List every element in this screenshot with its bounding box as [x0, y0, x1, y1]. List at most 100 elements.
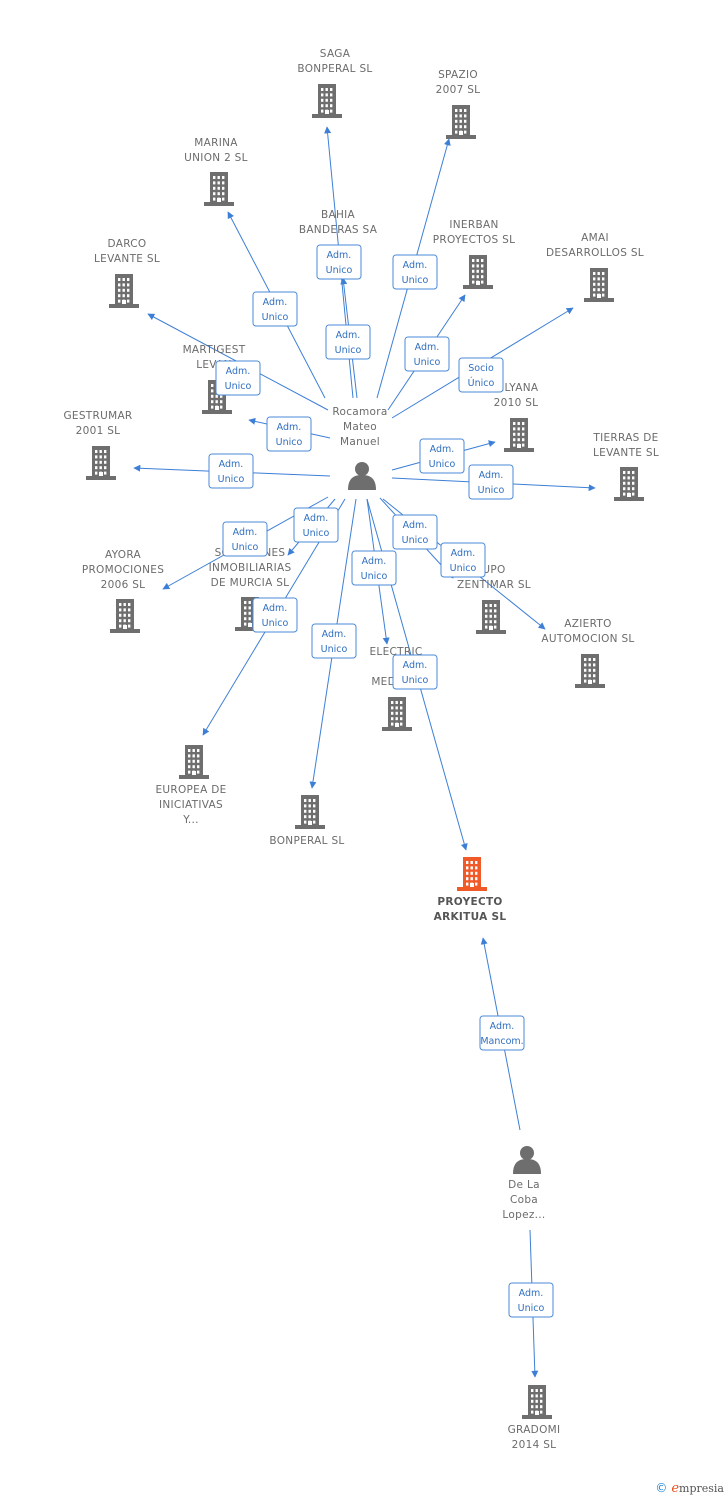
edge-label-box [479, 1015, 525, 1051]
edge-label-text: Adm. [451, 548, 476, 559]
node-label-line: GESTRUMAR [63, 410, 132, 422]
node-label-line: INICIATIVAS [159, 799, 223, 811]
edge-label-text: Unico [402, 275, 429, 286]
edge-label-rocamora-soluciones[interactable]: Adm.Unico [293, 507, 339, 543]
edge-label-rocamora-bahia[interactable]: Adm.Unico [325, 324, 371, 360]
edge-label-rocamora-vilyana[interactable]: Adm.Unico [419, 438, 465, 474]
edge-label-text: Adm. [263, 297, 288, 308]
building-icon-europea[interactable] [179, 745, 209, 779]
edge-label-rocamora-electric[interactable]: Adm.Unico [351, 550, 397, 586]
building-icon-spazio[interactable] [446, 105, 476, 139]
edge-label-text: Unico [518, 1303, 545, 1314]
edge-label-text: Unico [276, 437, 303, 448]
building-icon-ayora[interactable] [110, 599, 140, 633]
edge-label-rocamora-ayora[interactable]: Adm.Unico [222, 521, 268, 557]
edge-label-rocamora-marina[interactable]: Adm. Unico [252, 291, 298, 327]
edge-label-text: Adm. [403, 660, 428, 671]
edge-label-delacoba-gradomi[interactable]: Adm.Unico [508, 1282, 554, 1318]
edge-label-text: Unico [450, 563, 477, 574]
node-label-line: 2010 SL [494, 397, 539, 409]
edge-label-rocamora-inerban[interactable]: Adm.Unico [404, 336, 450, 372]
edge-label-text: Unico [361, 571, 388, 582]
node-label-line: DARCO [108, 238, 147, 250]
edge-label-rocamora-saga[interactable]: Adm.Unico [316, 244, 362, 280]
node-label-line: MARTIGEST [183, 344, 246, 356]
edge-label-rocamora-grupo[interactable]: Adm.Unico [392, 514, 438, 550]
edge-label-text: Adm. [219, 459, 244, 470]
node-label-line: LEVANTE SL [94, 253, 160, 265]
edge-label-rocamora-darco[interactable]: Adm. Unico [215, 360, 261, 396]
node-label-bonperal[interactable]: BONPERAL SL [269, 835, 344, 847]
edge-label-box [419, 438, 465, 474]
edge-label-box [311, 623, 357, 659]
node-label-line: PROMOCIONES [82, 564, 164, 576]
edge-label-rocamora-martigest[interactable]: Adm. Unico [266, 416, 312, 452]
edge-label-rocamora-tierras[interactable]: Adm.Unico [468, 464, 514, 500]
edge-label-box [222, 521, 268, 557]
building-icon-azierto[interactable] [575, 654, 605, 688]
building-icon-amai[interactable] [584, 268, 614, 302]
edge-label-text: Unico [402, 535, 429, 546]
edge-label-text: Unico [225, 381, 252, 392]
node-label-line: TIERRAS DE [592, 432, 658, 444]
building-icon-vilyana[interactable] [504, 418, 534, 452]
brand-name: mpresia [679, 1482, 724, 1495]
edge-label-delacoba-proyecto[interactable]: Adm.Mancom. [479, 1015, 525, 1051]
building-icon-marina[interactable] [204, 172, 234, 206]
node-label-line: Mateo [343, 421, 377, 433]
edge-label-box [404, 336, 450, 372]
building-icon-grupo[interactable] [476, 600, 506, 634]
building-icon-electric[interactable] [382, 697, 412, 731]
edge-label-text: Adm. [277, 422, 302, 433]
node-label-line: UNION 2 SL [184, 152, 248, 164]
node-label-line: UPO [482, 564, 505, 576]
building-icon-saga[interactable] [312, 84, 342, 118]
edge-label-text: Unico [262, 312, 289, 323]
node-label-darco[interactable]: DARCO LEVANTE SL [94, 238, 160, 265]
building-icon-inerban[interactable] [463, 255, 493, 289]
node-label-line: Lopez... [502, 1209, 545, 1221]
building-icon-bonperal[interactable] [295, 795, 325, 829]
edge-label-rocamora-europea[interactable]: Adm.Unico [252, 597, 298, 633]
edge-label-text: Unico [402, 675, 429, 686]
footer-brand[interactable]: ©empresia [655, 1481, 724, 1496]
building-icon-proyecto[interactable] [457, 857, 487, 891]
edge-label-rocamora-gestrumar[interactable]: Adm.Unico [208, 453, 254, 489]
edge-label-text: Unico [429, 459, 456, 470]
building-icon-tierras[interactable] [614, 467, 644, 501]
edge-label-rocamora-proyecto[interactable]: Adm. Unico [392, 654, 438, 690]
edge-label-rocamora-azierto[interactable]: Adm. Unico [440, 542, 486, 578]
node-label-line: DESARROLLOS SL [546, 247, 644, 259]
node-label-line: DE MURCIA SL [211, 577, 290, 589]
node-label-line: De La [508, 1179, 540, 1191]
building-icon-gestrumar[interactable] [86, 446, 116, 480]
edge-label-text: Adm. [226, 366, 251, 377]
edge-label-box [351, 550, 397, 586]
building-icon-gradomi[interactable] [522, 1385, 552, 1419]
edge-label-rocamora-spazio[interactable]: Adm.Unico [392, 254, 438, 290]
edge-label-rocamora-bonperal[interactable]: Adm.Unico [311, 623, 357, 659]
person-icon-rocamora[interactable] [348, 462, 376, 490]
building-icon-darco[interactable] [109, 274, 139, 308]
person-icon-delacoba[interactable] [513, 1146, 541, 1174]
